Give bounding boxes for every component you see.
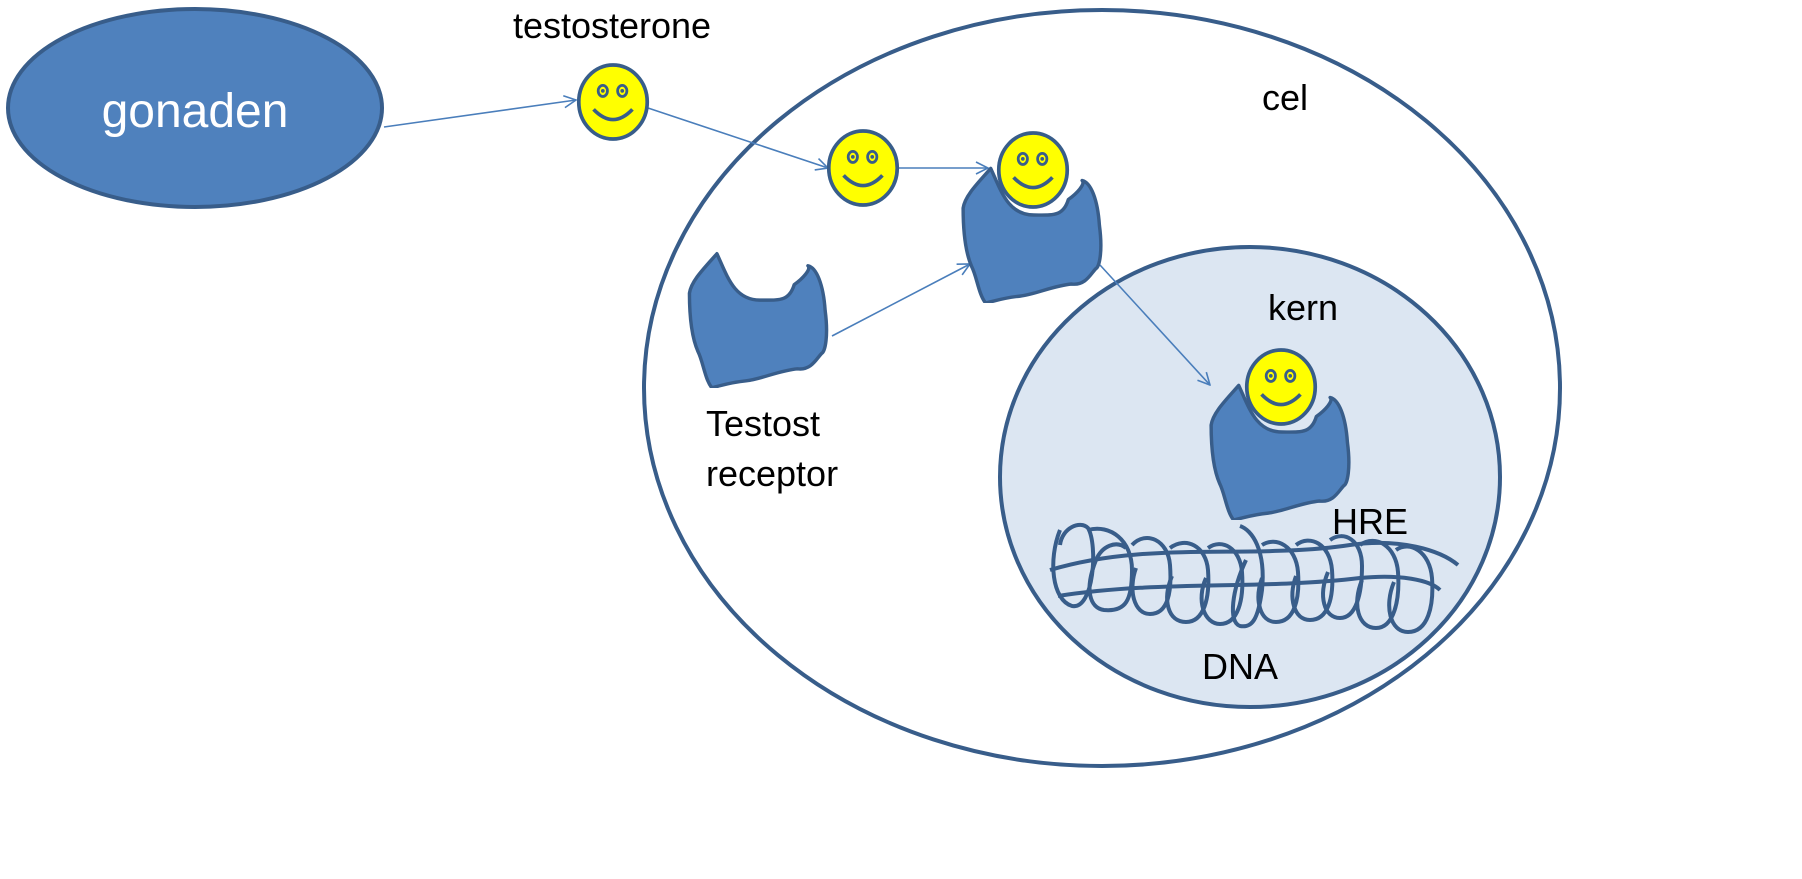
receptor-label-line2: receptor (706, 453, 838, 494)
free-receptor-shape (689, 254, 826, 388)
arrow-receptor-to-complex (832, 264, 970, 336)
cell-label: cel (1262, 77, 1308, 118)
gonads-label: gonaden (102, 85, 289, 138)
complex-smiley-icon (999, 133, 1067, 207)
receptor-label-line1: Testost (706, 403, 820, 444)
hormone-smiley-in-cell-icon (829, 131, 897, 205)
hormone-label: testosterone (513, 5, 711, 46)
hormone-smiley-icon (579, 65, 647, 139)
arrow-gonads-to-hormone (384, 100, 576, 127)
nucleus-label: kern (1268, 287, 1338, 328)
hre-label: HRE (1332, 501, 1408, 542)
nuclear-smiley-icon (1247, 350, 1315, 424)
dna-label: DNA (1202, 646, 1278, 687)
